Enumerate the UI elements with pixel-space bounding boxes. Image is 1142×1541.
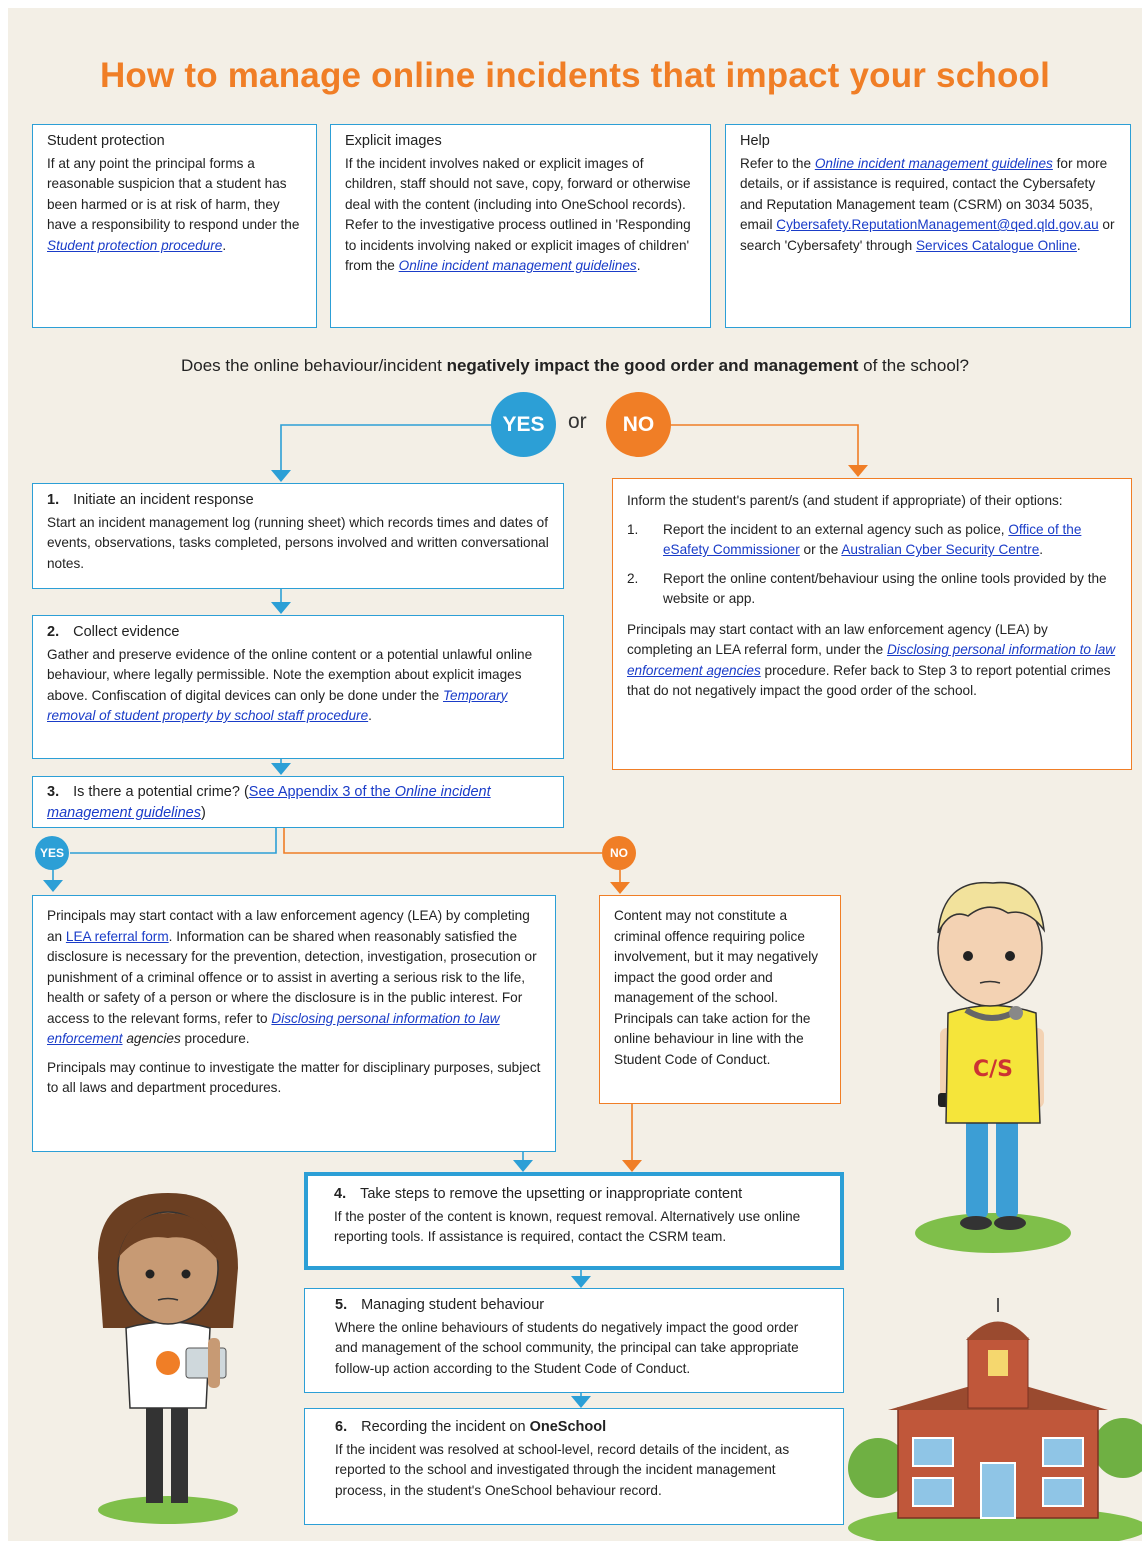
esafety-commissioner-link[interactable]: Office of the eSafety Commissioner bbox=[663, 521, 1082, 558]
flow-connectors bbox=[43, 424, 868, 1408]
option-1: 1. Report the incident to an external ag… bbox=[627, 521, 1082, 558]
step-4-text: If the poster of the content is known, r… bbox=[334, 1208, 801, 1245]
online-incident-guidelines-link[interactable]: Online incident management guidelines bbox=[398, 258, 637, 273]
help-text: Refer to the Online incident management … bbox=[740, 155, 1115, 253]
page: How to manage online incidents that impa… bbox=[8, 8, 1142, 1541]
inform-parents-intro: Inform the student's parent/s (and stude… bbox=[627, 493, 1063, 508]
yes-circle: YES bbox=[491, 392, 556, 457]
step-5-text: Where the online behaviours of students … bbox=[335, 1319, 799, 1376]
crime-no-text: Content may not constitute a criminal of… bbox=[614, 908, 819, 1067]
step-2-box: 2. Collect evidence Gather and preserve e… bbox=[32, 615, 564, 759]
student-protection-heading: Student protection bbox=[47, 133, 165, 149]
help-guidelines-link[interactable]: Online incident management guidelines bbox=[814, 155, 1053, 171]
boy-illustration: C/S bbox=[915, 881, 1071, 1253]
step-4-title: Take steps to remove the upsetting or in… bbox=[360, 1186, 743, 1202]
explicit-images-text: If the incident involves naked or explic… bbox=[345, 155, 691, 274]
girl-illustration bbox=[98, 1193, 238, 1524]
step-6-text: If the incident was resolved at school-l… bbox=[335, 1441, 790, 1498]
explicit-images-box: Explicit images If the incident involves… bbox=[330, 124, 711, 328]
step-3-box: 3.Is there a potential crime? (See Appen… bbox=[32, 776, 564, 828]
crime-yes-text: Principals may start contact with a law … bbox=[47, 908, 537, 1047]
option-2: 2. Report the online content/behaviour u… bbox=[627, 570, 1107, 607]
step-2-number: 2. bbox=[47, 624, 60, 640]
lea-referral-paragraph: Principals may start contact with an law… bbox=[627, 621, 1116, 699]
explicit-images-heading: Explicit images bbox=[345, 133, 442, 149]
step-6-title: Recording the incident on OneSchool bbox=[361, 1419, 607, 1435]
help-box: Help Refer to the Online incident manage… bbox=[725, 124, 1131, 328]
school-building-illustration bbox=[848, 1298, 1142, 1541]
step-2-text: Gather and preserve evidence of the onli… bbox=[47, 646, 533, 724]
shirt-text: C/S bbox=[973, 1057, 1013, 1082]
crime-no-circle: NO bbox=[602, 836, 636, 870]
step-1-title: Initiate an incident response bbox=[73, 492, 254, 508]
crime-yes-para2: Principals may continue to investigate t… bbox=[47, 1059, 541, 1096]
step-3-title: 3.Is there a potential crime? (See Appen… bbox=[47, 784, 491, 821]
services-catalogue-link[interactable]: Services Catalogue Online bbox=[915, 237, 1077, 253]
crime-yes-box: Principals may start contact with a law … bbox=[32, 895, 556, 1152]
appendix-3-link[interactable]: See Appendix 3 of the Online incident ma… bbox=[47, 784, 491, 821]
step-2-title: Collect evidence bbox=[73, 624, 180, 640]
disclosing-info-le-link[interactable]: Disclosing personal information to law e… bbox=[47, 1010, 500, 1047]
step-1-number: 1. bbox=[47, 492, 60, 508]
step-5-box: 5. Managing student behaviour Where the o… bbox=[304, 1288, 844, 1393]
lea-referral-form-link[interactable]: LEA referral form bbox=[65, 928, 169, 944]
step-1-text: Start an incident management log (runnin… bbox=[47, 514, 549, 571]
acsc-link[interactable]: Australian Cyber Security Centre bbox=[841, 542, 1040, 557]
crime-no-box: Content may not constitute a criminal of… bbox=[599, 895, 841, 1104]
help-heading: Help bbox=[740, 133, 770, 149]
step-4-number: 4. bbox=[334, 1186, 347, 1202]
crime-yes-circle: YES bbox=[35, 836, 69, 870]
disclosing-info-link[interactable]: Disclosing personal information to law e… bbox=[627, 642, 1116, 678]
csrm-email-link[interactable]: Cybersafety.ReputationManagement@qed.qld… bbox=[776, 217, 1099, 232]
step-6-box: 6. Recording the incident on OneSchool If… bbox=[304, 1408, 844, 1525]
step-1-box: 1. Initiate an incident response Start an… bbox=[32, 483, 564, 589]
step-5-number: 5. bbox=[335, 1297, 348, 1313]
or-label: or bbox=[568, 410, 587, 433]
step-4-box: 4. Take steps to remove the upsetting or … bbox=[304, 1172, 844, 1270]
decision-question: Does the online behaviour/incident negat… bbox=[180, 356, 970, 375]
temporary-removal-procedure-link[interactable]: Temporary removal of student property by… bbox=[47, 687, 508, 724]
no-circle: NO bbox=[606, 392, 671, 457]
inform-parents-box: Inform the student's parent/s (and stude… bbox=[612, 478, 1132, 770]
step-5-title: Managing student behaviour bbox=[361, 1297, 545, 1313]
student-protection-text: If at any point the principal forms a re… bbox=[47, 155, 300, 253]
step-6-number: 6. bbox=[335, 1419, 348, 1435]
student-protection-procedure-link[interactable]: Student protection procedure bbox=[47, 237, 223, 253]
student-protection-box: Student protection If at any point the p… bbox=[32, 124, 317, 328]
page-title: How to manage online incidents that impa… bbox=[99, 56, 1051, 95]
